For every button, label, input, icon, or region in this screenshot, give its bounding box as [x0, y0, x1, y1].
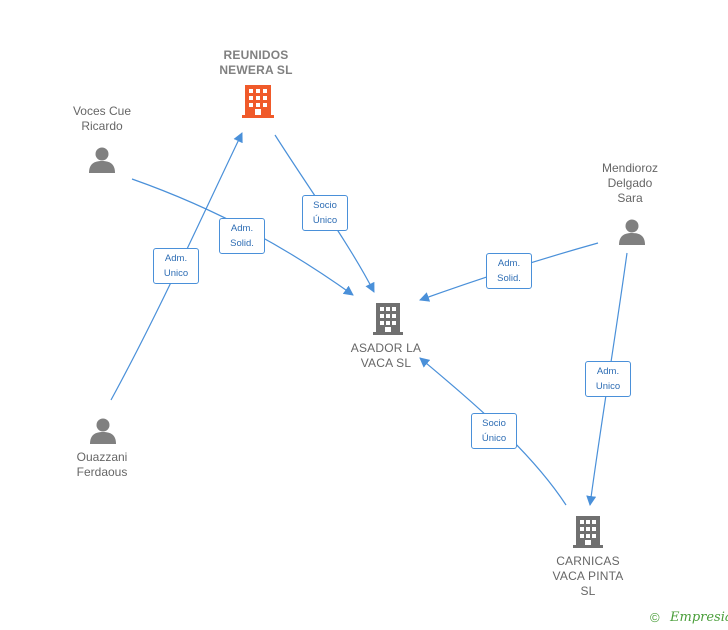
edge-label-voces-asador[interactable]: Adm. Solid.: [219, 218, 265, 254]
node-label-mendioroz[interactable]: Mendioroz Delgado Sara: [582, 161, 678, 206]
edge-label-line: Único: [312, 215, 338, 226]
edge-label-carnicas-asador[interactable]: Socio Único: [471, 413, 517, 449]
edge-label-line: Socio: [482, 418, 506, 429]
node-label-line: Ferdaous: [76, 465, 128, 479]
node-label-reunidos[interactable]: REUNIDOS NEWERA SL: [208, 48, 304, 78]
node-label-line: Sara: [617, 191, 643, 205]
node-label-line: ASADOR LA: [350, 341, 422, 355]
node-label-line: Delgado: [607, 176, 653, 190]
node-label-line: NEWERA SL: [219, 63, 293, 77]
edge-label-ouazzani-reunidos[interactable]: Adm. Unico: [153, 248, 199, 284]
building-icon-asador: [373, 303, 403, 335]
building-icon-carnicas: [573, 516, 603, 548]
person-icon-ouazzani: [90, 418, 116, 444]
node-label-line: REUNIDOS: [223, 48, 289, 62]
copyright-icon: ©: [650, 610, 660, 625]
node-label-line: Ouazzani: [76, 450, 128, 464]
node-label-line: VACA SL: [360, 356, 412, 370]
person-icon-mendioroz: [619, 219, 645, 245]
node-label-line: CARNICAS: [556, 554, 620, 568]
node-label-line: Ricardo: [81, 119, 123, 133]
node-label-carnicas[interactable]: CARNICAS VACA PINTA SL: [538, 554, 638, 599]
building-icon-reunidos: [242, 85, 274, 118]
person-icon-voces: [89, 147, 115, 173]
edge-label-mendioroz-asador[interactable]: Adm. Solid.: [486, 253, 532, 289]
edge-label-line: Adm.: [230, 223, 254, 234]
edge-label-line: Solid.: [497, 273, 521, 284]
edge-label-line: Unico: [595, 381, 621, 392]
edge-label-line: Adm.: [596, 366, 620, 377]
edge-label-line: Solid.: [230, 238, 254, 249]
node-label-line: SL: [580, 584, 596, 598]
edge-label-line: Socio: [313, 200, 337, 211]
node-label-line: Mendioroz: [601, 161, 659, 175]
node-label-voces[interactable]: Voces Cue Ricardo: [54, 104, 150, 134]
edge-label-reunidos-asador[interactable]: Socio Único: [302, 195, 348, 231]
edge-label-mendioroz-carnicas[interactable]: Adm. Unico: [585, 361, 631, 397]
node-label-ouazzani[interactable]: Ouazzani Ferdaous: [54, 450, 150, 480]
brand-logo[interactable]: Empresia: [670, 610, 728, 625]
edge-label-line: Unico: [163, 268, 189, 279]
edge-label-line: Único: [481, 433, 507, 444]
node-label-line: Voces Cue: [72, 104, 132, 118]
node-label-line: VACA PINTA: [552, 569, 624, 583]
edge-label-line: Adm.: [164, 253, 188, 264]
node-label-asador[interactable]: ASADOR LA VACA SL: [338, 341, 434, 371]
edge-label-line: Adm.: [497, 258, 521, 269]
